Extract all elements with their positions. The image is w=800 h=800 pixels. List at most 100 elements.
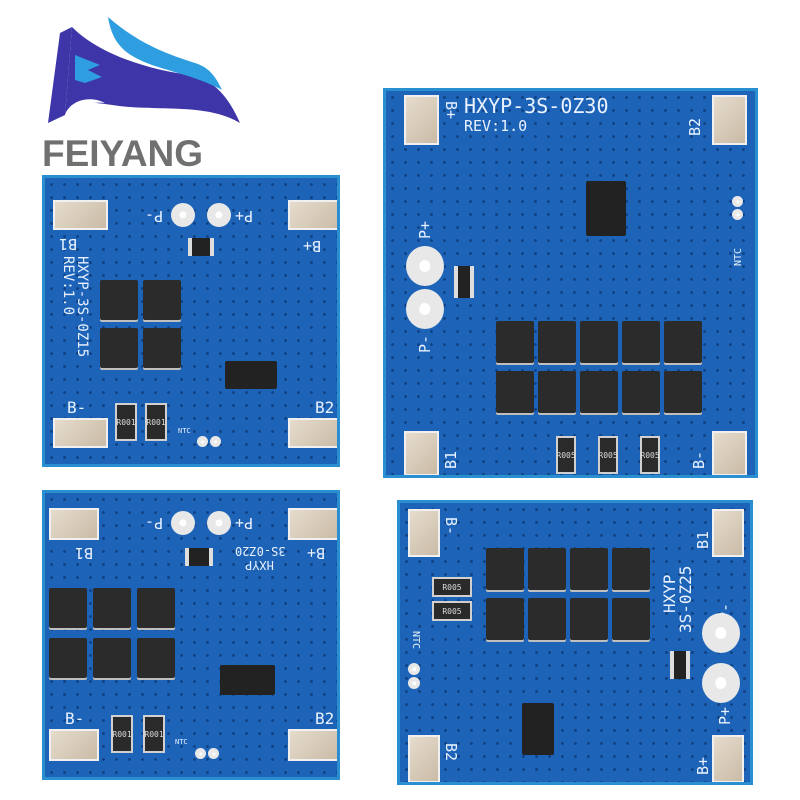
mosfet bbox=[100, 280, 138, 320]
pad-b-minus bbox=[49, 729, 99, 761]
ntc-hole bbox=[197, 436, 208, 447]
mosfet bbox=[580, 371, 618, 413]
mosfet bbox=[612, 548, 650, 590]
label-b-plus: B+ bbox=[694, 756, 712, 775]
shunt-resistor: R001 bbox=[111, 715, 133, 753]
pad-b1 bbox=[712, 509, 744, 557]
label-p-plus: P+ bbox=[235, 514, 254, 532]
mosfet bbox=[570, 598, 608, 640]
ntc-hole bbox=[408, 663, 420, 675]
label-b-plus: B+ bbox=[442, 101, 460, 120]
label-b2: B2 bbox=[442, 743, 460, 762]
model-line2: 3S-0Z20 bbox=[235, 544, 286, 558]
pad-b1 bbox=[49, 508, 99, 540]
pad-b-plus bbox=[712, 735, 744, 782]
pad-b2 bbox=[712, 95, 747, 145]
label-p-minus: P- bbox=[145, 207, 164, 225]
mosfet bbox=[143, 280, 181, 320]
ntc-hole bbox=[210, 436, 221, 447]
protection-ic bbox=[225, 361, 277, 389]
label-p-plus: P+ bbox=[416, 220, 434, 239]
mosfet bbox=[496, 321, 534, 363]
mosfet bbox=[664, 371, 702, 413]
pad-b1 bbox=[53, 200, 108, 230]
pad-b2 bbox=[288, 729, 337, 761]
label-p-minus: P- bbox=[145, 514, 164, 532]
model-label: HXYP-3S-0Z30 bbox=[464, 94, 609, 118]
mosfet bbox=[496, 371, 534, 413]
pad-b-minus bbox=[53, 418, 108, 448]
label-b2: B2 bbox=[315, 398, 335, 417]
pcb-board-0z20: P- P+ B1 B+ 3S-0Z20 HXYP B- B2 R001 R001… bbox=[42, 490, 340, 780]
pad-b1 bbox=[404, 431, 439, 475]
label-b2: B2 bbox=[315, 709, 335, 728]
model-label: HXYP-3S-0Z15 bbox=[74, 256, 90, 358]
label-b2: B2 bbox=[686, 117, 704, 136]
mosfet bbox=[528, 548, 566, 590]
shunt-resistor: R001 bbox=[115, 403, 137, 441]
diode bbox=[454, 266, 474, 298]
mosfet bbox=[100, 328, 138, 368]
pcb-board-0z25: B- B1 HXYP 3S-0Z25 P- P+ B2 B+ NTC R005 … bbox=[397, 500, 753, 785]
shunt-resistor: R005 bbox=[598, 436, 618, 474]
mosfet bbox=[486, 548, 524, 590]
label-p-minus: P- bbox=[416, 334, 434, 353]
mosfet bbox=[612, 598, 650, 640]
diode bbox=[188, 238, 214, 256]
mosfet bbox=[137, 588, 175, 628]
pcb-board-0z15: P- P+ B1 B+ B- B2 HXYP-3S-0Z15 REV:1.0 R… bbox=[42, 175, 340, 467]
label-b1: B1 bbox=[442, 450, 460, 469]
model-line2: 3S-0Z25 bbox=[676, 565, 695, 633]
p-minus-terminal bbox=[171, 511, 195, 535]
pad-b-plus bbox=[288, 200, 337, 230]
p-plus-terminal bbox=[702, 663, 740, 703]
label-p-plus: P+ bbox=[235, 207, 254, 225]
shunt-resistor: R005 bbox=[432, 577, 472, 597]
mosfet bbox=[538, 371, 576, 413]
mosfet bbox=[93, 638, 131, 678]
label-ntc: NTC bbox=[178, 427, 191, 435]
mosfet bbox=[486, 598, 524, 640]
revision-label: REV:1.0 bbox=[60, 256, 76, 316]
p-minus-terminal bbox=[171, 203, 195, 227]
shunt-resistor: R005 bbox=[432, 601, 472, 621]
pad-b-minus bbox=[408, 509, 440, 557]
label-ntc: NTC bbox=[175, 738, 188, 746]
mosfet bbox=[49, 638, 87, 678]
pcb-board-0z30: HXYP-3S-0Z30 REV:1.0 B+ B2 P+ P- B1 B- N… bbox=[383, 88, 758, 478]
pad-b-plus bbox=[288, 508, 337, 540]
mosfet bbox=[570, 548, 608, 590]
label-b1: B1 bbox=[59, 235, 78, 253]
mosfet bbox=[580, 321, 618, 363]
mosfet bbox=[49, 588, 87, 628]
mosfet bbox=[528, 598, 566, 640]
mosfet bbox=[664, 321, 702, 363]
pad-b-plus bbox=[404, 95, 439, 145]
ntc-hole bbox=[208, 748, 219, 759]
ntc-hole bbox=[732, 196, 743, 207]
p-minus-terminal bbox=[702, 613, 740, 653]
mosfet bbox=[622, 321, 660, 363]
mosfet bbox=[143, 328, 181, 368]
label-ntc: NTC bbox=[733, 247, 744, 266]
brand-name: FEIYANG bbox=[42, 133, 204, 174]
wave-flag-icon bbox=[48, 17, 240, 123]
label-b-minus: B- bbox=[67, 398, 87, 417]
mosfet bbox=[622, 371, 660, 413]
label-b-plus: B+ bbox=[303, 237, 322, 255]
pad-b2 bbox=[288, 418, 337, 448]
p-plus-terminal bbox=[207, 203, 231, 227]
label-b-minus: B- bbox=[65, 709, 85, 728]
revision-label: REV:1.0 bbox=[464, 117, 528, 135]
diode bbox=[185, 548, 213, 566]
label-b-minus: B- bbox=[442, 517, 460, 536]
pad-b2 bbox=[408, 735, 440, 782]
mosfet bbox=[93, 588, 131, 628]
label-b-plus: B+ bbox=[307, 544, 326, 562]
model-line1: HXYP bbox=[245, 558, 274, 572]
feiyang-logo: FEIYANG bbox=[30, 15, 245, 175]
label-b1: B1 bbox=[75, 544, 94, 562]
label-p-plus: P+ bbox=[716, 706, 734, 725]
ntc-hole bbox=[732, 209, 743, 220]
mosfet bbox=[137, 638, 175, 678]
